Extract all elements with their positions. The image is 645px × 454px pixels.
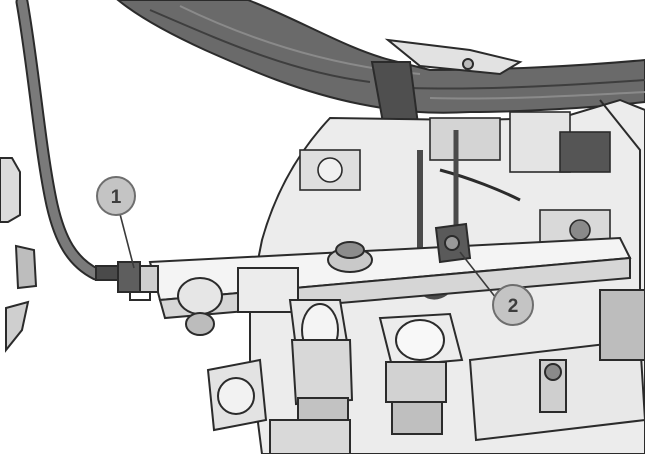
callout-2-bubble xyxy=(492,284,534,326)
left-edge-parts xyxy=(0,157,38,353)
callout-2: 2 xyxy=(492,284,534,326)
callout-1-label: 1 xyxy=(111,187,122,208)
callout-1: 1 xyxy=(96,176,136,216)
sensor-bracket xyxy=(434,222,472,264)
main-wire-harness xyxy=(116,0,645,152)
left-cable xyxy=(15,0,103,281)
callout-2-label: 2 xyxy=(508,296,519,317)
callout-leaders xyxy=(119,213,497,299)
callout-1-bubble xyxy=(96,176,136,216)
connector-plug xyxy=(95,261,159,301)
lower-fittings xyxy=(206,289,645,454)
fuel-rail xyxy=(148,236,632,336)
callout-2-leader xyxy=(459,251,497,299)
callout-1-leader xyxy=(119,213,135,269)
